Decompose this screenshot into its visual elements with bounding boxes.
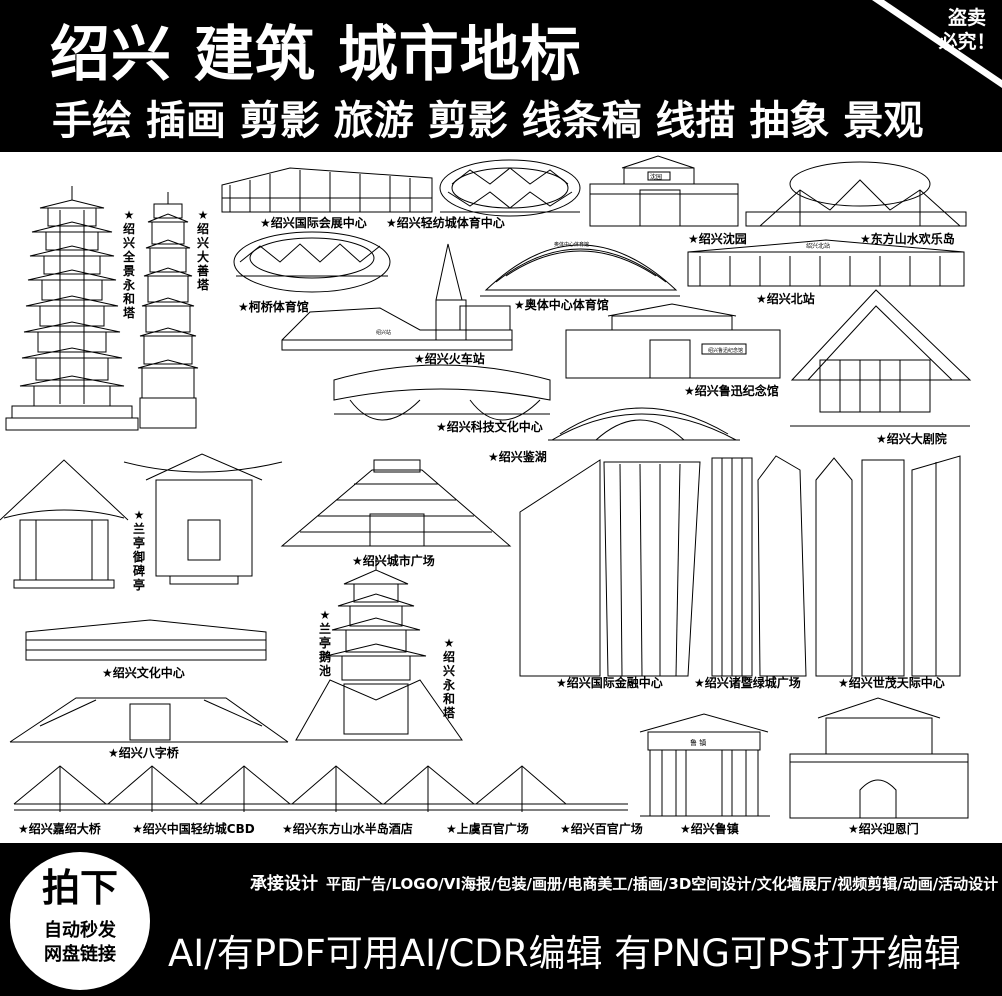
cable-bridges-drawing xyxy=(13,765,628,812)
label-peninsula-hotel: ★绍兴东方山水半岛酒店 xyxy=(282,822,413,836)
label-science-center: ★绍兴科技文化中心 xyxy=(436,420,543,434)
label-train-station: ★绍兴火车站 xyxy=(414,352,485,366)
jianhu-bridge-drawing xyxy=(548,407,740,441)
badge-line-2: 网盘链接 xyxy=(44,944,116,965)
dongfang-park-drawing xyxy=(745,161,967,227)
label-aoti-gym: ★奥体中心体育馆 xyxy=(514,298,609,312)
science-center-drawing xyxy=(333,364,551,421)
label-dongfang-park: ★东方山水欢乐岛 xyxy=(860,232,955,246)
yonghe-pagoda-drawing xyxy=(5,186,139,431)
badge-main-text: 拍下 xyxy=(41,866,118,910)
label-culture-center: ★绍兴文化中心 xyxy=(102,666,185,680)
corner-triangle xyxy=(872,0,1002,88)
label-grand-theater: ★绍兴大剧院 xyxy=(876,432,947,446)
luxun-memorial-drawing xyxy=(565,303,781,379)
label-keqiao-gym: ★柯桥体育馆 xyxy=(238,300,309,314)
expo-center-drawing xyxy=(221,167,433,213)
dashan-pagoda-drawing xyxy=(137,192,199,429)
label-expo-center: ★绍兴国际会展中心 xyxy=(260,216,367,230)
service-list: 承接设计平面广告/LOGO/VI海报/包装/画册/电商美工/插画/3D空间设计/… xyxy=(250,869,998,894)
label-financial-center: ★绍兴国际金融中心 xyxy=(556,676,663,690)
luzhen-arch-drawing xyxy=(639,713,770,817)
label-city-square: ★绍兴城市广场 xyxy=(352,554,435,568)
footer-banner: 拍下 自动秒发 网盘链接 承接设计平面广告/LOGO/VI海报/包装/画册/电商… xyxy=(0,843,1002,996)
badge-line-1: 自动秒发 xyxy=(44,920,116,941)
purchase-badge: 拍下 自动秒发 网盘链接 xyxy=(10,852,150,990)
yingen-gate-drawing xyxy=(789,697,969,819)
north-station-sign: 绍兴北站 xyxy=(806,242,830,250)
label-lanting-stele: ★兰亭御碑亭 xyxy=(132,508,145,592)
train-station-drawing xyxy=(281,243,513,351)
label-textile-cbd: ★绍兴中国轻纺城CBD xyxy=(132,822,255,836)
yonghe-tower-center-drawing xyxy=(295,556,463,741)
page-subtitle: 手绘 插画 剪影 旅游 剪影 线条稿 线描 抽象 景观 xyxy=(52,98,924,144)
aoti-gym-drawing xyxy=(480,244,680,297)
city-square-drawing xyxy=(280,459,512,547)
label-quanjing-pagoda: ★绍兴全景永和塔 xyxy=(122,208,135,320)
keqiao-gym-drawing xyxy=(233,231,391,293)
luzhen-sign: 鲁 镇 xyxy=(690,738,706,747)
label-shenyuan: ★绍兴沈园 xyxy=(688,232,747,246)
north-station-drawing xyxy=(687,239,965,287)
label-shimao-center: ★绍兴世茂天际中心 xyxy=(838,676,945,690)
qingfang-stadium-drawing xyxy=(439,159,581,217)
label-lanting-echi: ★兰亭鹅池 xyxy=(318,608,331,678)
label-yingen-gate: ★绍兴迎恩门 xyxy=(848,822,919,836)
label-bazi-bridge: ★绍兴八字桥 xyxy=(108,746,179,760)
landmark-line-drawings: 沈园 绍兴站 奥体中心体育馆 绍兴北站 xyxy=(0,155,972,819)
label-north-station: ★绍兴北站 xyxy=(756,292,815,306)
label-dashan-pagoda: ★绍兴大善塔 xyxy=(196,208,209,292)
anti-piracy-corner: 盗卖 必究！ xyxy=(872,0,1002,88)
label-jiashao-bridge: ★绍兴嘉绍大桥 xyxy=(18,822,101,836)
label-qingfang-center: ★绍兴轻纺城体育中心 xyxy=(386,216,505,230)
luxun-sign: 绍兴鲁迅纪念馆 xyxy=(708,347,743,354)
label-shangyu-plaza: ★上虞百官广场 xyxy=(446,822,529,836)
bazi-bridge-drawing xyxy=(9,697,289,743)
label-zhuji-plaza: ★绍兴诸暨绿城广场 xyxy=(694,676,801,690)
corner-line-1: 盗卖 xyxy=(947,7,986,29)
shenyuan-drawing xyxy=(589,155,739,227)
label-jianhu: ★绍兴鉴湖 xyxy=(488,450,547,464)
aoti-sign: 奥体中心体育馆 xyxy=(554,241,589,248)
label-yonghe-tower: ★绍兴永和塔 xyxy=(442,636,455,720)
page-title: 绍兴 建筑 城市地标 xyxy=(50,20,582,90)
train-station-sign: 绍兴站 xyxy=(376,329,391,336)
lanting-pavilion-drawing xyxy=(0,453,283,589)
file-format-note: AI/有PDF可用AI/CDR编辑 有PNG可PS打开编辑 xyxy=(168,932,961,975)
label-luzhen: ★绍兴鲁镇 xyxy=(680,822,739,836)
service-items: 平面广告/LOGO/VI海报/包装/画册/电商美工/插画/3D空间设计/文化墙展… xyxy=(326,875,999,893)
corner-notice: 盗卖 必究！ xyxy=(936,6,998,54)
label-luxun-memorial: ★绍兴鲁迅纪念馆 xyxy=(684,384,779,398)
shenyuan-sign: 沈园 xyxy=(650,173,662,181)
service-heading: 承接设计 xyxy=(250,874,318,894)
grand-theater-drawing xyxy=(790,289,972,427)
landmark-artwork: 沈园 绍兴站 奥体中心体育馆 绍兴北站 xyxy=(0,152,1002,842)
financial-towers-drawing xyxy=(519,455,961,677)
label-baiguan-plaza: ★绍兴百官广场 xyxy=(560,822,643,836)
culture-center-drawing xyxy=(25,619,267,661)
corner-line-2: 必究！ xyxy=(938,31,996,53)
header-banner: 绍兴 建筑 城市地标 手绘 插画 剪影 旅游 剪影 线条稿 线描 抽象 景观 盗… xyxy=(0,0,1002,152)
